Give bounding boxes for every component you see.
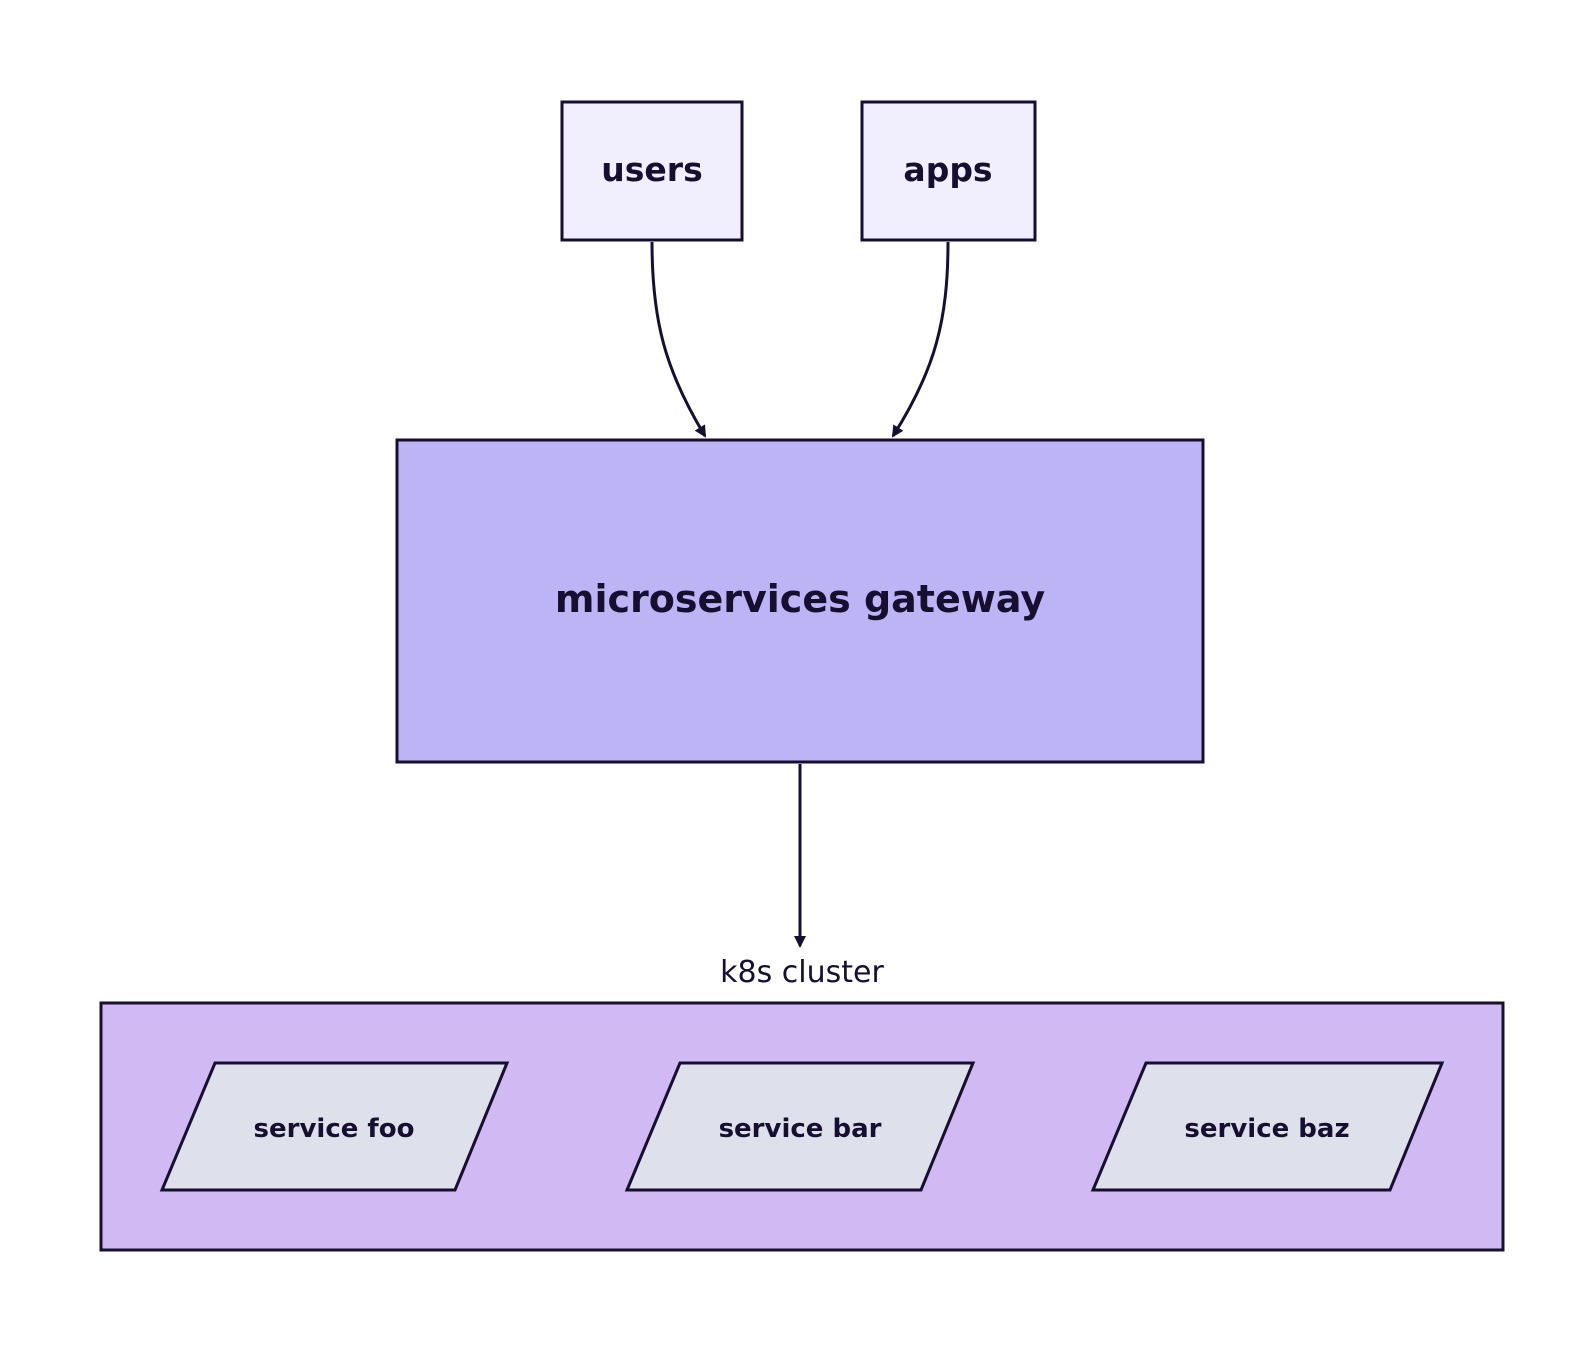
k8s-cluster-group[interactable]: service foo service bar service baz (99, 1001, 1505, 1252)
apps-to-gateway-arrow (891, 241, 950, 438)
service-bar-label: service bar (719, 1114, 882, 1144)
service-baz-label: service baz (1184, 1114, 1349, 1144)
service-baz-node[interactable]: service baz (1090, 1061, 1445, 1192)
service-foo-label: service foo (254, 1114, 415, 1144)
service-bar-node[interactable]: service bar (624, 1061, 976, 1192)
users-to-gateway-arrow (650, 241, 707, 438)
users-label: users (601, 150, 702, 189)
users-node[interactable]: users (560, 100, 744, 242)
service-foo-node[interactable]: service foo (159, 1061, 510, 1192)
apps-label: apps (903, 150, 992, 189)
cluster-label: k8s cluster (720, 955, 884, 990)
gateway-node[interactable]: microservices gateway (395, 438, 1205, 764)
apps-node[interactable]: apps (860, 100, 1037, 242)
gateway-label: microservices gateway (555, 577, 1045, 621)
